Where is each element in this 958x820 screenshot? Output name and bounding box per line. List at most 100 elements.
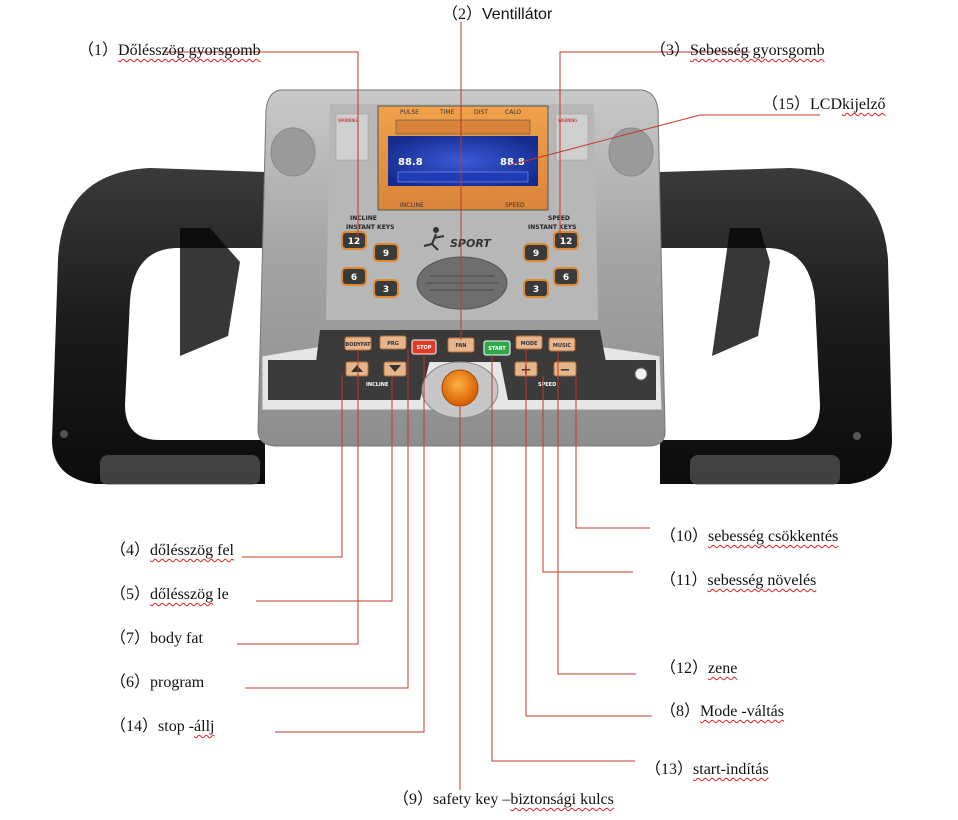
label-9: （9）safety key –biztonsági kulcs xyxy=(393,791,614,809)
lcd-label-pulse: PULSE xyxy=(400,109,419,116)
right-handle-screw xyxy=(853,432,861,440)
incline-key-9[interactable] xyxy=(373,243,399,262)
mode-button-label: MODE xyxy=(521,341,538,347)
label-8-text: Mode -váltás xyxy=(700,703,784,720)
warning-text-left: WARNING xyxy=(338,118,358,123)
speed-key-6[interactable] xyxy=(553,267,579,286)
brand-logo: SPORT xyxy=(450,237,492,250)
warning-text-right: WARNING xyxy=(558,118,578,123)
label-14-text-a: stop - xyxy=(158,718,195,735)
label-6-num: （6） xyxy=(110,674,151,691)
speed-down-icon: − xyxy=(560,363,571,378)
label-13: （13）start-indítás xyxy=(645,761,769,779)
speed-key-3-label: 3 xyxy=(533,285,539,295)
incline-key-6[interactable] xyxy=(341,267,367,286)
leader-4 xyxy=(242,375,343,558)
label-14-text-b: állj xyxy=(194,718,215,735)
label-4-num: （4） xyxy=(110,542,151,559)
right-speaker-grille xyxy=(608,127,654,177)
incline-keys-subtitle: INSTANT KEYS xyxy=(346,224,394,231)
label-12-text: zene xyxy=(708,660,738,677)
start-button[interactable] xyxy=(483,340,511,356)
label-2-num: （2） xyxy=(442,6,483,23)
label-2: （2）Ventillátor xyxy=(442,6,552,24)
label-8-num: （8） xyxy=(660,703,701,720)
label-12-num: （12） xyxy=(660,660,709,677)
label-1-num: （1） xyxy=(78,42,119,59)
label-10-num: （10） xyxy=(660,528,709,545)
speed-key-3[interactable] xyxy=(523,279,549,298)
label-7-num: （7） xyxy=(110,630,151,647)
label-5-text-a: dőlésszög xyxy=(150,586,214,603)
label-5: （5）dőlésszög le xyxy=(110,586,229,604)
left-speaker-grille xyxy=(270,127,316,177)
label-10-text: sebesség csökkentés xyxy=(708,528,839,545)
label-7-text: body fat xyxy=(150,630,203,647)
lcd-digits-left: 88.8 xyxy=(398,157,423,168)
mode-button[interactable] xyxy=(515,335,543,350)
fan-button-label: FAN xyxy=(456,343,467,349)
label-14-num: （14） xyxy=(110,718,159,735)
label-10: （10）sebesség csökkentés xyxy=(660,528,838,546)
label-9-text-a: safety key – xyxy=(433,791,511,808)
incline-keys-title: INCLINE xyxy=(350,215,377,222)
label-3: （3）Sebesség gyorsgomb xyxy=(650,42,825,60)
lcd-digits-right: 88.8 xyxy=(500,157,525,168)
speed-key-9-label: 9 xyxy=(533,249,539,259)
lcd-label-calo: CALO xyxy=(505,109,521,116)
warning-label-left xyxy=(335,113,369,161)
label-3-text: Sebesség gyorsgomb xyxy=(690,42,825,59)
incline-up-icon xyxy=(351,365,363,372)
incline-key-9-label: 9 xyxy=(383,249,389,259)
incline-key-3[interactable] xyxy=(373,279,399,298)
leader-15 xyxy=(509,114,820,166)
left-handle-screw xyxy=(60,430,68,438)
program-button[interactable] xyxy=(379,335,407,350)
label-6: （6）program xyxy=(110,674,204,692)
right-handle-arm xyxy=(660,168,892,484)
left-handle-recess xyxy=(180,228,240,356)
label-5-num: （5） xyxy=(110,586,151,603)
incline-key-12-label: 12 xyxy=(348,237,361,247)
leader-lines xyxy=(164,22,820,790)
right-base-pad xyxy=(690,455,840,485)
safety-key[interactable] xyxy=(441,369,479,407)
lcd-label-dist: DIST xyxy=(474,109,488,116)
label-11: （11）sebesség növelés xyxy=(660,572,816,590)
lcd-bars xyxy=(397,171,529,183)
label-3-num: （3） xyxy=(650,42,691,59)
speed-keys-subtitle: INSTANT KEYS xyxy=(528,224,576,231)
leader-11 xyxy=(542,376,633,573)
incline-instant-keys[interactable] xyxy=(341,231,399,298)
speed-arrows-label: SPEED xyxy=(538,382,556,388)
incline-key-3-label: 3 xyxy=(383,285,389,295)
music-button-label: MUSIC xyxy=(553,343,571,349)
label-11-num: （11） xyxy=(660,572,708,589)
label-7: （7）body fat xyxy=(110,630,203,648)
runner-logo-body xyxy=(423,233,445,251)
right-handle-recess xyxy=(712,228,770,356)
leader-6 xyxy=(245,349,409,689)
label-9-num: （9） xyxy=(393,791,434,808)
speed-down-button[interactable] xyxy=(553,361,577,377)
program-button-label: PRG xyxy=(387,341,399,347)
label-5-text-b: le xyxy=(213,586,229,603)
lcd-label-speed: SPEED xyxy=(505,202,525,209)
label-14: （14）stop -állj xyxy=(110,718,214,736)
label-4: （4）dőlésszög fel xyxy=(110,542,234,560)
incline-arrows-label: INCLINE xyxy=(366,382,389,388)
incline-down-icon xyxy=(389,365,401,372)
leader-5 xyxy=(256,376,393,602)
speed-key-9[interactable] xyxy=(523,243,549,262)
incline-key-12[interactable] xyxy=(341,231,367,250)
bodyfat-button-label: BODYFAT xyxy=(345,342,371,348)
music-button[interactable] xyxy=(548,337,576,352)
label-15-num: （15） xyxy=(762,96,811,113)
speed-instant-keys[interactable] xyxy=(523,231,579,298)
label-1-text: Dőlésszög gyorsgomb xyxy=(118,42,261,59)
label-8: （8）Mode -váltás xyxy=(660,703,784,721)
lcd-label-incline: INCLINE xyxy=(400,202,424,209)
label-2-text: Ventillátor xyxy=(482,6,553,23)
leader-8 xyxy=(525,349,652,717)
label-15-text-a: LCD xyxy=(810,96,843,113)
